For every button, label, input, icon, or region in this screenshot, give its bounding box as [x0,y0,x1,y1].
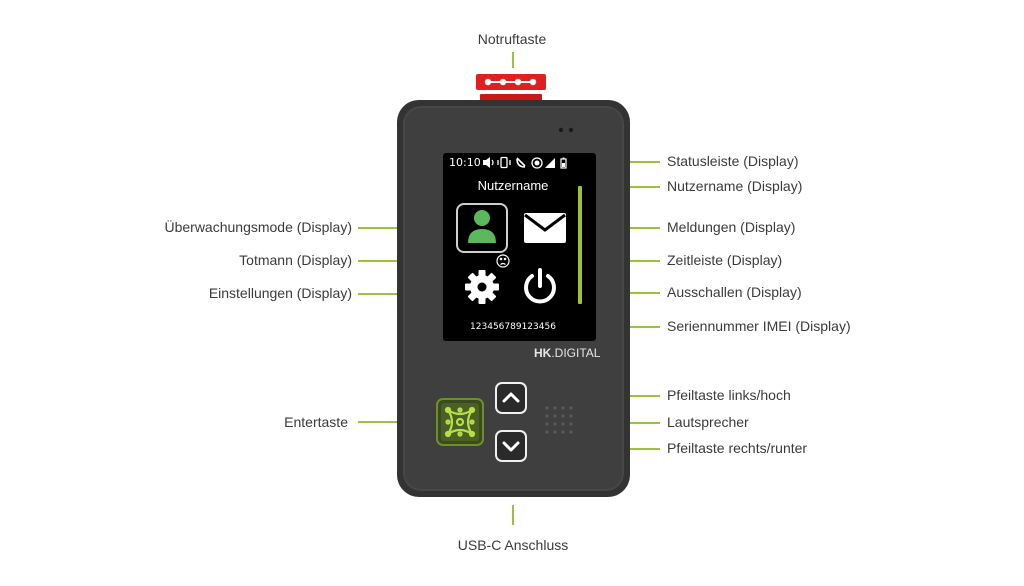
label-totmann: Totmann (Display) [239,252,352,268]
speaker-icon [483,157,494,168]
label-statusleiste: Statusleiste (Display) [667,153,799,169]
brand-bold: HK [534,346,552,360]
monitoring-mode-tile[interactable] [455,202,511,272]
status-time: 10:10 [449,156,481,169]
power-icon[interactable] [520,266,560,306]
battery-icon [560,157,567,169]
signal-icon [545,158,555,168]
gear-icon[interactable] [463,268,501,306]
label-usb-c: USB-C Anschluss [457,537,569,553]
record-icon [531,157,543,169]
label-zeitleiste: Zeitleiste (Display) [667,252,783,268]
label-pfeiltaste-hoch: Pfeiltaste links/hoch [667,387,791,403]
label-meldungen: Meldungen (Display) [667,219,796,235]
user-icon [468,210,496,243]
label-notruftaste: Notruftaste [477,31,547,47]
enter-pattern-icon [444,406,476,438]
timeline-bar [578,186,582,304]
label-entertaste: Entertaste [284,414,348,430]
brand-logo: HK.DIGITAL [534,346,600,360]
label-einstellungen: Einstellungen (Display) [208,285,352,301]
label-ueberwachungsmode: Überwachungsmode (Display) [164,219,352,235]
leader-notruftaste [512,52,514,68]
enter-button[interactable] [436,398,486,446]
arrow-up-button[interactable] [494,381,528,415]
vibrate-icon [497,156,511,169]
leader-einstellungen [358,293,430,295]
brand-rest: .DIGITAL [551,346,601,360]
arrow-down-button[interactable] [494,429,528,463]
dead-man-face-icon [496,254,510,268]
label-ausschallen: Ausschallen (Display) [667,284,802,300]
leader-ueberwachungsmode [358,227,430,229]
label-seriennummer: Seriennummer IMEI (Display) [667,318,851,334]
leader-totmann [358,260,430,262]
no-call-icon [516,157,526,168]
chevron-down-icon [502,441,520,452]
label-pfeiltaste-runter: Pfeiltaste rechts/runter [667,440,808,456]
label-lautsprecher: Lautsprecher [667,414,749,430]
chevron-up-icon [502,392,520,403]
mail-icon[interactable] [523,212,567,244]
leader-usb-c [512,505,514,525]
speaker-grille-icon [545,406,573,434]
screen-serial: 123456789123456 [470,322,556,332]
screen-username: Nutzername [477,178,549,193]
label-nutzername: Nutzername (Display) [667,178,803,194]
leader-entertaste [358,421,426,423]
status-icons [483,156,567,169]
emergency-button[interactable] [474,72,548,104]
